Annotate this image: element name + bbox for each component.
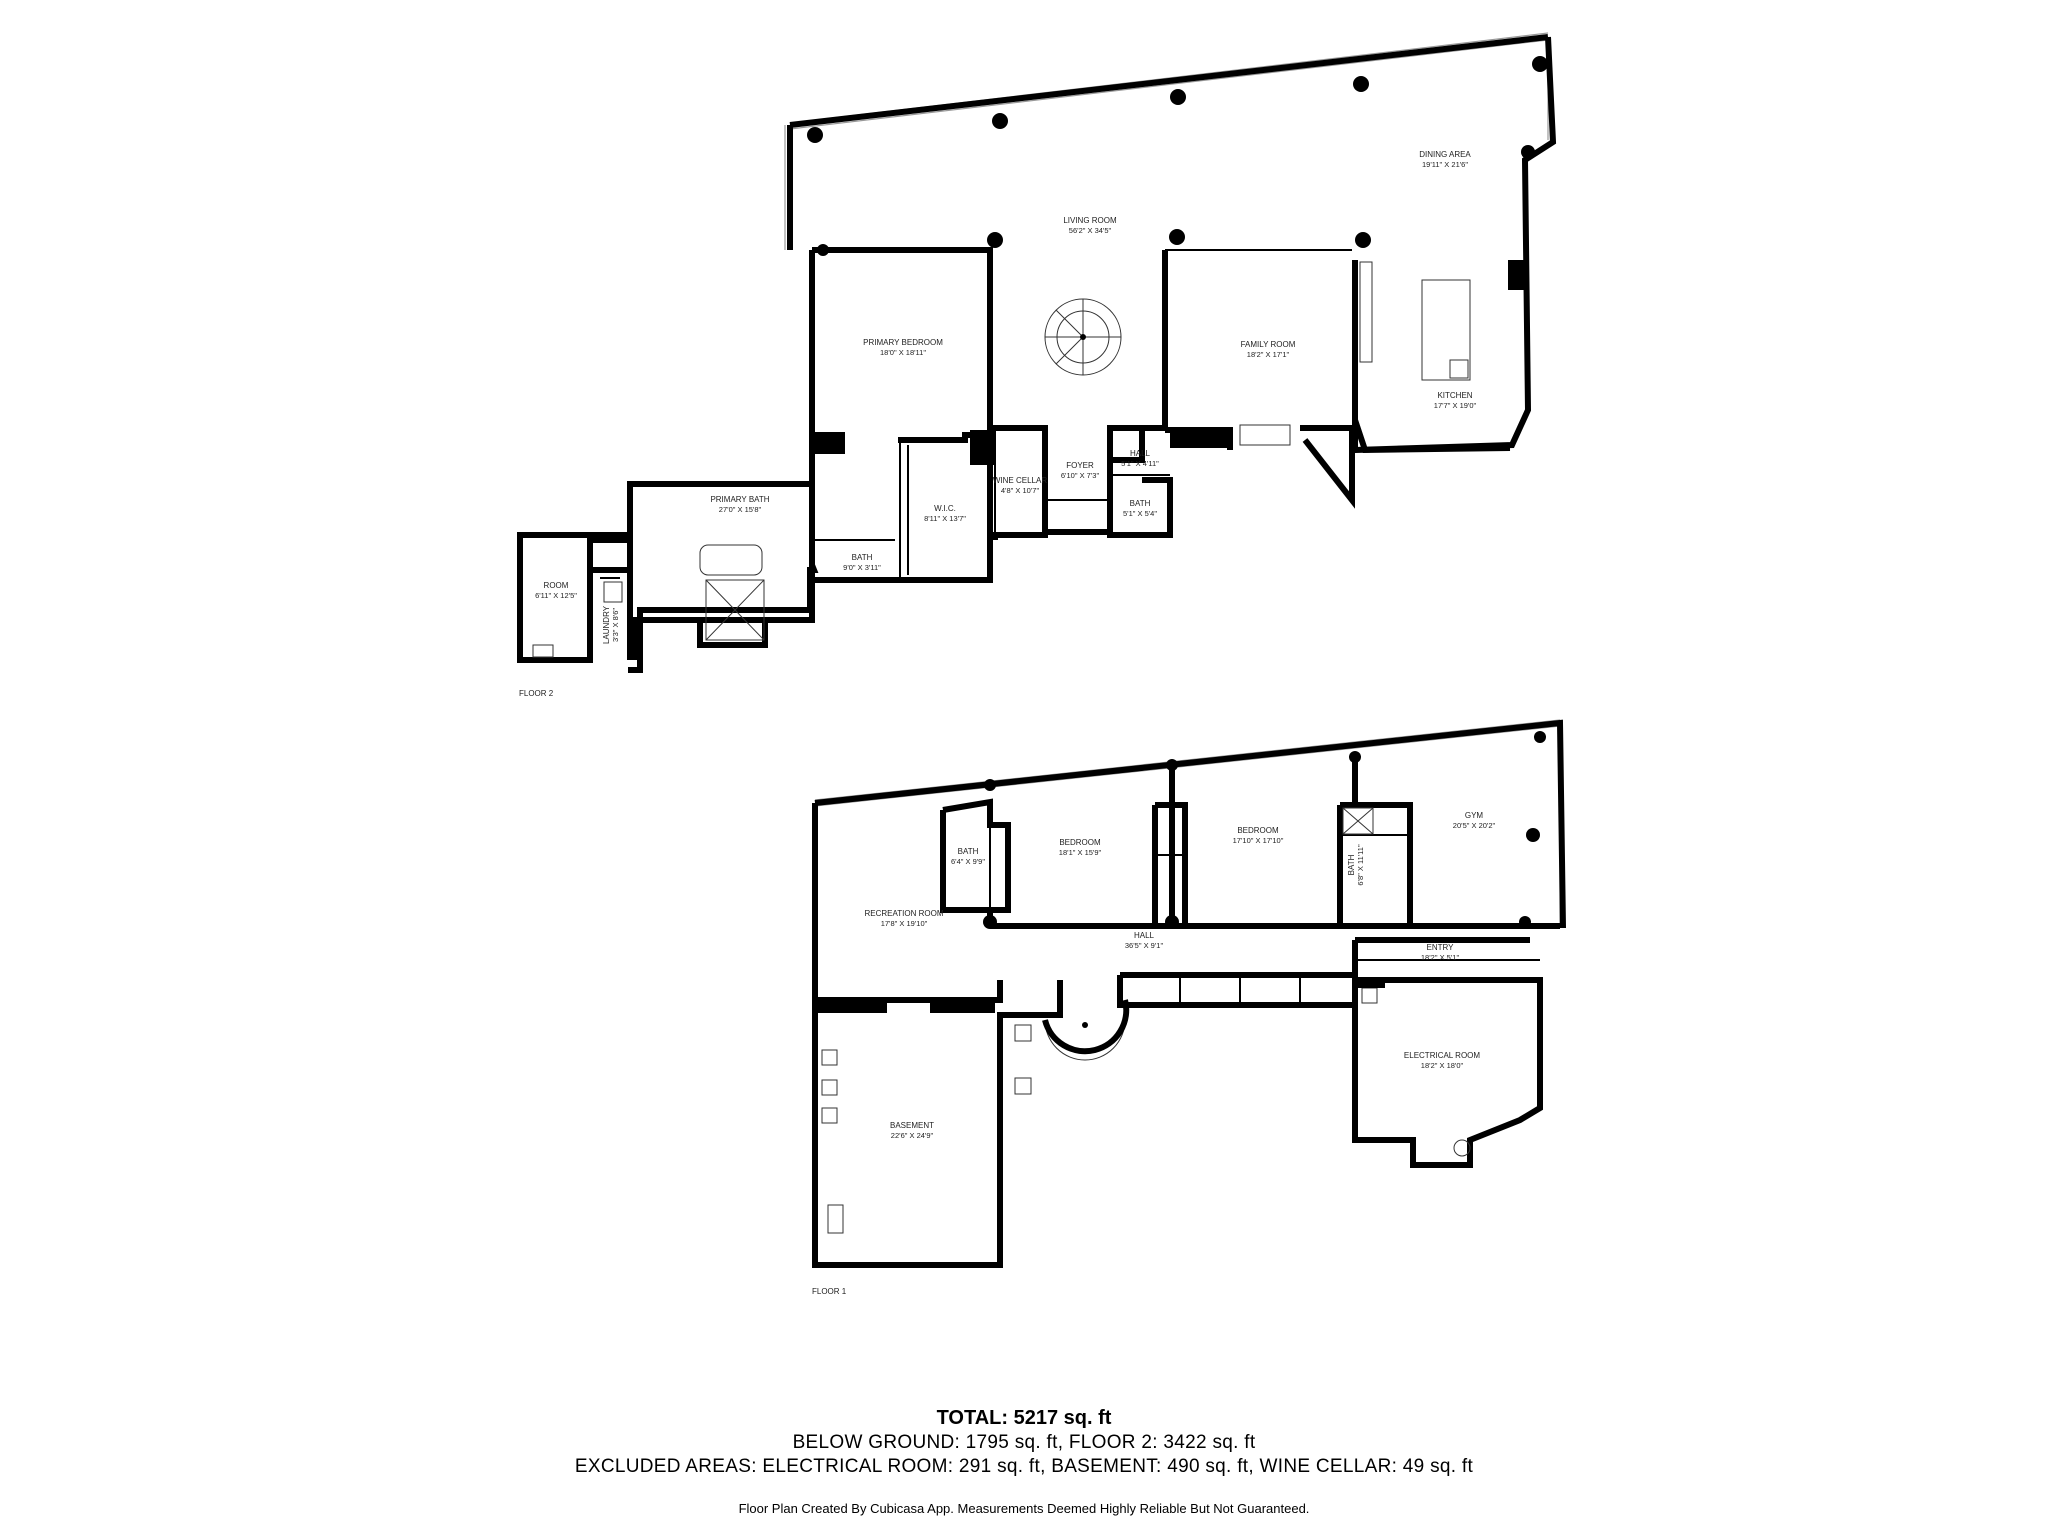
room-dim-basement: 22'6" X 24'9" (891, 1131, 934, 1140)
room-name-hall1: HALL (1134, 931, 1155, 940)
room-name-bath2: BATH (1347, 854, 1356, 875)
room-dim-bath-small: 5'1" X 5'4" (1123, 509, 1157, 518)
room-name-living: LIVING ROOM (1063, 216, 1117, 225)
room-name-kitchen: KITCHEN (1437, 391, 1472, 400)
floor-1-label: FLOOR 1 (812, 1287, 847, 1296)
room-name-bedroom2: BEDROOM (1237, 826, 1279, 835)
room-dim-electrical: 18'2" X 18'0" (1421, 1061, 1464, 1070)
room-dim-hall: 5'1" X 4'11" (1121, 459, 1159, 468)
room-name-entry: ENTRY (1427, 943, 1455, 952)
room-name-bath-small: BATH (1130, 499, 1151, 508)
room-name-foyer: FOYER (1066, 461, 1094, 470)
room-name-bath: BATH (852, 553, 873, 562)
room-name-electrical: ELECTRICAL ROOM (1404, 1051, 1480, 1060)
floor-2-plan (517, 32, 1557, 673)
room-name-primary-bedroom: PRIMARY BEDROOM (863, 338, 943, 347)
excluded-areas: EXCLUDED AREAS: ELECTRICAL ROOM: 291 sq.… (574, 1456, 1474, 1477)
room-dim-primary-bath: 27'0" X 15'8" (719, 505, 762, 514)
area-breakdown: BELOW GROUND: 1795 sq. ft, FLOOR 2: 3422… (792, 1432, 1256, 1453)
room-name-dining: DINING AREA (1419, 150, 1471, 159)
room-dim-wine-cellar: 4'8" X 10'7" (1001, 486, 1040, 495)
room-dim-laundry: 3'3" X 8'6" (611, 608, 620, 642)
room-dim-dining: 19'11" X 21'6" (1422, 160, 1468, 169)
room-dim-primary-bedroom: 18'0" X 18'11" (880, 348, 926, 357)
room-name-bath1: BATH (958, 847, 979, 856)
room-dim-bath: 9'0" X 3'11" (843, 563, 881, 572)
floor-2-label: FLOOR 2 (519, 689, 554, 698)
total-area: TOTAL: 5217 sq. ft (936, 1407, 1112, 1429)
credit-note: Floor Plan Created By Cubicasa App. Meas… (738, 1501, 1310, 1516)
room-name-room: ROOM (544, 581, 569, 590)
floor-1-labels: BATH 6'4" X 9'9" BEDROOM 18'1" X 15'9" B… (812, 811, 1496, 1296)
room-name-wic: W.I.C. (934, 504, 956, 513)
floor-2-labels: DINING AREA 19'11" X 21'6" LIVING ROOM 5… (519, 150, 1477, 698)
room-name-primary-bath: PRIMARY BATH (710, 495, 769, 504)
room-name-gym: GYM (1465, 811, 1484, 820)
room-dim-entry: 18'2" X 5'1" (1421, 953, 1460, 962)
room-dim-bath1: 6'4" X 9'9" (951, 857, 985, 866)
room-name-bedroom1: BEDROOM (1059, 838, 1101, 847)
room-dim-room: 6'11" X 12'5" (535, 591, 577, 600)
room-dim-wic: 8'11" X 13'7" (924, 514, 966, 523)
room-dim-recreation: 17'8" X 19'10" (881, 919, 928, 928)
room-dim-foyer: 6'10" X 7'3" (1061, 471, 1100, 480)
room-name-wine-cellar: WINE CELLAR (993, 476, 1047, 485)
area-summary: TOTAL: 5217 sq. ft BELOW GROUND: 1795 sq… (0, 1405, 2048, 1516)
room-dim-kitchen: 17'7" X 19'0" (1434, 401, 1477, 410)
room-name-hall: HALL (1130, 449, 1151, 458)
room-dim-hall1: 36'5" X 9'1" (1125, 941, 1164, 950)
room-name-laundry: LAUNDRY (602, 605, 611, 644)
room-name-recreation: RECREATION ROOM (865, 909, 944, 918)
room-dim-family: 18'2" X 17'1" (1247, 350, 1290, 359)
room-dim-bath2: 6'8" X 11'11" (1356, 844, 1365, 886)
room-dim-bedroom2: 17'10" X 17'10" (1233, 836, 1284, 845)
room-dim-living: 56'2" X 34'5" (1069, 226, 1112, 235)
room-dim-bedroom1: 18'1" X 15'9" (1059, 848, 1102, 857)
floor-1-plan (812, 719, 1566, 1268)
room-name-family: FAMILY ROOM (1241, 340, 1296, 349)
room-dim-gym: 20'5" X 20'2" (1453, 821, 1496, 830)
room-name-basement: BASEMENT (890, 1121, 934, 1130)
